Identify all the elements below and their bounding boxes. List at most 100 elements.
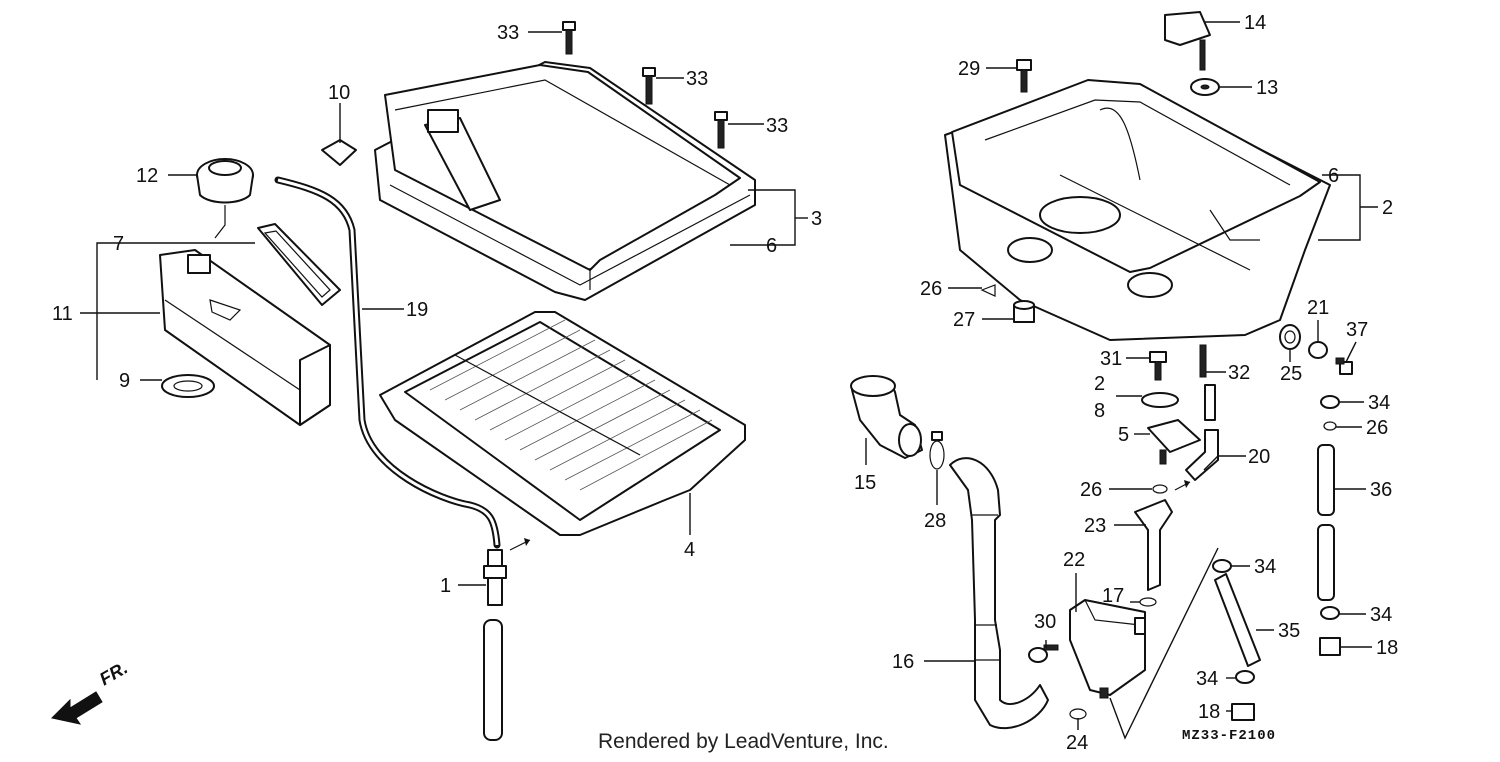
label-8: 8 — [1094, 400, 1105, 422]
label-2-b: 2 — [1094, 373, 1105, 395]
label-23: 23 — [1084, 515, 1106, 537]
leader-lines — [80, 21, 1378, 740]
label-24: 24 — [1066, 732, 1088, 754]
drain-tube — [483, 619, 503, 741]
label-4: 4 — [684, 539, 695, 561]
label-6-b: 6 — [1328, 165, 1339, 187]
locator-arrow-b — [1174, 480, 1191, 491]
label-9: 9 — [119, 370, 130, 392]
air-cleaner-case — [944, 79, 1331, 341]
label-33-c: 33 — [766, 115, 788, 137]
air-filter-element — [379, 311, 746, 536]
screw-31 — [1149, 351, 1167, 381]
label-12: 12 — [136, 165, 158, 187]
label-27: 27 — [953, 309, 975, 331]
clip-26-b — [1323, 421, 1337, 431]
plug-25 — [1279, 324, 1301, 350]
label-36: 36 — [1370, 479, 1392, 501]
clip-10 — [321, 139, 357, 166]
label-3: 3 — [811, 208, 822, 230]
bolt-37 — [1335, 357, 1353, 375]
grommet-13 — [1190, 78, 1220, 96]
bolt-33-a — [562, 21, 576, 55]
label-6-a: 6 — [766, 235, 777, 257]
seal-7 — [257, 223, 341, 306]
label-32: 32 — [1228, 362, 1250, 384]
label-37: 37 — [1346, 319, 1368, 341]
label-7: 7 — [113, 233, 124, 255]
tube-35 — [1214, 573, 1261, 667]
label-34-b: 34 — [1254, 556, 1276, 578]
connecting-tube-16 — [949, 457, 1049, 730]
clip-26-a — [980, 284, 996, 297]
bolt-29 — [1016, 59, 1032, 93]
label-5: 5 — [1118, 424, 1129, 446]
bolt-30 — [1028, 644, 1059, 663]
air-chamber-12 — [196, 158, 254, 239]
render-credit: Rendered by LeadVenture, Inc. — [598, 730, 889, 753]
label-28: 28 — [924, 510, 946, 532]
diagram-code: MZ33-F2100 — [1182, 728, 1277, 744]
grommet-27 — [1013, 300, 1035, 323]
label-26-c: 26 — [1080, 479, 1102, 501]
tube-20 — [1185, 384, 1219, 481]
label-22: 22 — [1063, 549, 1085, 571]
label-17: 17 — [1102, 585, 1124, 607]
cap-18-a — [1319, 637, 1341, 656]
part-labels: 33 33 33 10 12 7 11 9 19 3 6 4 1 29 14 1… — [52, 12, 1398, 754]
label-25: 25 — [1280, 363, 1302, 385]
front-direction-arrow — [50, 691, 103, 725]
label-10: 10 — [328, 82, 350, 104]
label-35: 35 — [1278, 620, 1300, 642]
label-15: 15 — [854, 472, 876, 494]
label-26-b: 26 — [1366, 417, 1388, 439]
label-1: 1 — [440, 575, 451, 597]
air-cleaner-cover — [374, 61, 756, 301]
clamp-28 — [929, 431, 945, 470]
breather-joint-5 — [1147, 419, 1201, 465]
label-31: 31 — [1100, 348, 1122, 370]
locator-arrow-a — [509, 538, 531, 551]
label-19: 19 — [406, 299, 428, 321]
breather-hose-19 — [274, 176, 501, 549]
clamp-34-b — [1212, 559, 1232, 573]
bolt-33-c — [714, 111, 728, 149]
label-20: 20 — [1248, 446, 1270, 468]
bolt-33-b — [642, 67, 656, 105]
label-34-d: 34 — [1196, 668, 1218, 690]
label-34-c: 34 — [1370, 604, 1392, 626]
screw-32 — [1199, 344, 1207, 378]
label-11: 11 — [52, 303, 73, 325]
label-18-a: 18 — [1376, 637, 1398, 659]
drain-reservoir-22 — [1069, 599, 1146, 699]
label-18-b: 18 — [1198, 701, 1220, 723]
clamp-34-c — [1320, 606, 1340, 620]
hose-36 — [1317, 444, 1335, 601]
label-14: 14 — [1244, 12, 1266, 34]
air-duct-15 — [850, 375, 923, 459]
clamp-34-a — [1320, 395, 1340, 409]
clamp-34-d — [1235, 670, 1255, 684]
label-33-b: 33 — [686, 68, 708, 90]
sensor-14 — [1164, 11, 1211, 71]
label-29: 29 — [958, 58, 980, 80]
clip-24 — [1069, 708, 1087, 720]
breather-joint-1 — [483, 549, 507, 606]
cap-18-b — [1231, 703, 1255, 721]
clip-17 — [1139, 597, 1157, 607]
intake-duct-11 — [159, 249, 331, 426]
label-21: 21 — [1307, 297, 1329, 319]
label-30: 30 — [1034, 611, 1056, 633]
label-34-a: 34 — [1368, 392, 1390, 414]
tube-23 — [1134, 499, 1173, 591]
gasket-8 — [1141, 392, 1179, 408]
cap-21 — [1308, 341, 1328, 359]
label-26-a: 26 — [920, 278, 942, 300]
label-13: 13 — [1256, 77, 1278, 99]
label-16: 16 — [892, 651, 914, 673]
label-33-a: 33 — [497, 22, 519, 44]
clip-26-c — [1152, 484, 1168, 494]
label-2-a: 2 — [1382, 197, 1393, 219]
seal-9 — [161, 374, 215, 398]
